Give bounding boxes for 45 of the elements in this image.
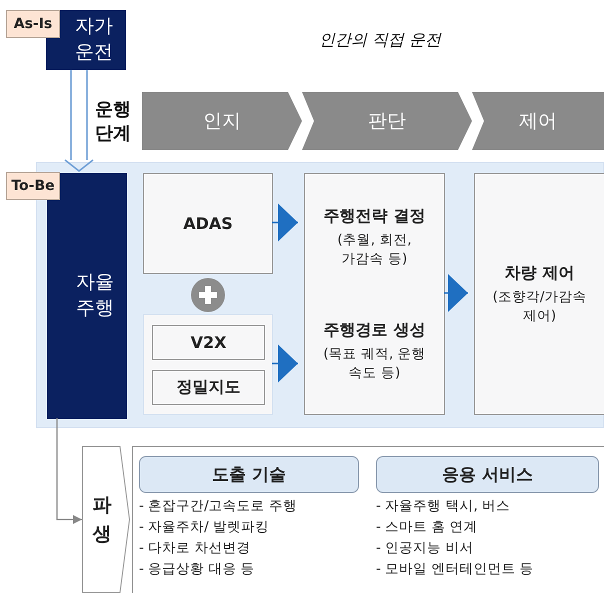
box-subtext: (목표 궤적, 운행 속도 등) [322, 345, 427, 382]
tag-label: To-Be [11, 178, 55, 194]
process-box [304, 173, 445, 415]
process-box [152, 370, 265, 405]
header-pill [139, 456, 359, 493]
node-label: ADAS [183, 214, 233, 233]
arrow [272, 204, 298, 242]
node-label: V2X [190, 333, 226, 352]
list-item: - 스마트 홈 연계 [376, 518, 479, 536]
node-label: 판단 [368, 109, 406, 134]
row-label: 운행 단계 [94, 98, 132, 146]
header-pill [376, 456, 599, 493]
process-box [143, 314, 273, 415]
node-label: 도출 기술 [212, 464, 286, 486]
process-box [474, 173, 604, 415]
arrow [444, 274, 468, 312]
node-label: 제어 [519, 109, 557, 134]
list-item: - 혼잡구간/고속도로 주행 [139, 497, 298, 515]
list-item: - 다차로 차선변경 [139, 539, 252, 557]
arrow [272, 344, 298, 382]
box-subtext: (조향각/가감속 제어) [492, 288, 588, 325]
node-label: 자가 운전 [74, 14, 114, 65]
tag-label: As-Is [14, 16, 52, 32]
arrow [56, 418, 82, 524]
list-item: - 자율주행 택시, 버스 [376, 497, 512, 515]
node-label: 파생 [92, 493, 112, 546]
box-heading: 주행경로 생성 [324, 320, 426, 342]
hollow-arrow [64, 69, 94, 172]
node-label: 응용 서비스 [442, 464, 533, 486]
list-item: - 모바일 엔터테인먼트 등 [376, 560, 535, 578]
list-item: - 응급상황 대응 등 [139, 560, 256, 578]
tag-box [6, 172, 60, 200]
process-box [143, 173, 273, 274]
node-label: 정밀지도 [176, 377, 240, 398]
list-panel [132, 446, 604, 593]
box-heading: 차량 제어 [504, 263, 574, 284]
node-label: 인지 [203, 109, 241, 134]
box-heading: 주행전략 결정 [324, 206, 426, 228]
annotation-text: 인간의 직접 운전 [318, 28, 442, 50]
box-subtext: (추월, 회전, 가감속 등) [336, 231, 413, 268]
node-label: 자율 주행 [75, 270, 115, 321]
process-box [152, 325, 265, 360]
list-item: - 인공지능 비서 [376, 539, 474, 557]
list-item: - 자율주차/ 발렛파킹 [139, 518, 270, 536]
tag-box [6, 10, 60, 38]
